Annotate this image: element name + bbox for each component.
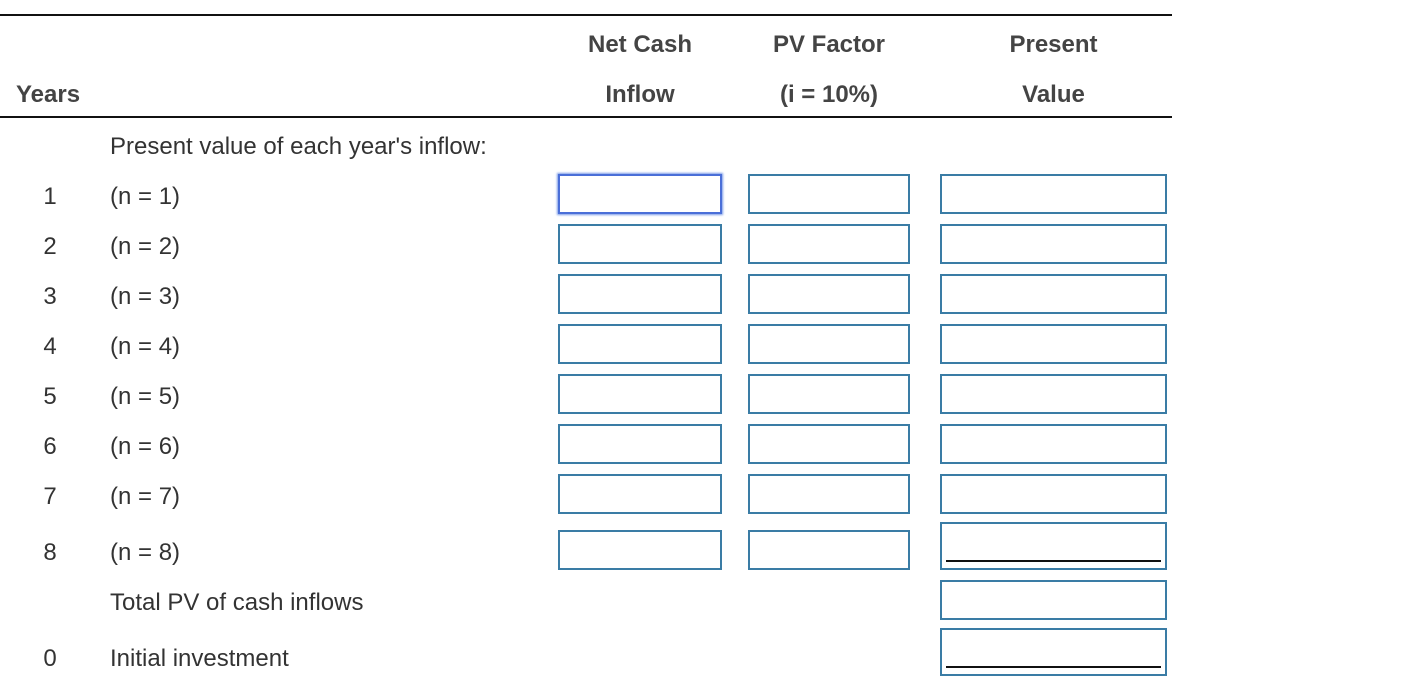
present-value-input-8[interactable] [940,522,1167,570]
row-label: (n = 3) [110,283,181,310]
net-cash-inflow-input-4[interactable] [558,324,722,364]
present-value-input-7[interactable] [940,474,1167,514]
pv-factor-input-5[interactable] [748,374,910,414]
present-value-input-3[interactable] [940,274,1167,314]
initial-investment-label: Initial investment [110,645,289,672]
header-factor-line1: PV Factor [772,31,886,58]
subtotal-underline [946,560,1161,562]
initial-investment-underline [946,666,1161,668]
present-value-input-6[interactable] [940,424,1167,464]
row-label: (n = 8) [110,539,181,566]
row-label: (n = 1) [110,183,181,210]
pv-factor-input-2[interactable] [748,224,910,264]
initial-investment-input-wrap[interactable] [940,628,1167,676]
header-pv-line1: Present [1009,31,1098,58]
row-year: 3 [43,283,57,310]
total-pv-label: Total PV of cash inflows [110,589,364,616]
pv-factor-input-4[interactable] [748,324,910,364]
row-year: 8 [43,539,57,566]
row-label: (n = 7) [110,483,181,510]
header-factor-line2: (i = 10%) [779,81,879,108]
row-year: 7 [43,483,57,510]
top-rule [0,14,1172,16]
pv-factor-input-6[interactable] [748,424,910,464]
pv-factor-input-1[interactable] [748,174,910,214]
net-cash-inflow-input-5[interactable] [558,374,722,414]
total-pv-input[interactable] [940,580,1167,620]
net-cash-inflow-input-6[interactable] [558,424,722,464]
row-year: 2 [43,233,57,260]
net-cash-inflow-input-3[interactable] [558,274,722,314]
present-value-input-2[interactable] [940,224,1167,264]
net-cash-inflow-input-1[interactable] [558,174,722,214]
row-label: (n = 5) [110,383,181,410]
pv-factor-input-3[interactable] [748,274,910,314]
pv-factor-input-7[interactable] [748,474,910,514]
present-value-input-4[interactable] [940,324,1167,364]
section-label: Present value of each year's inflow: [110,133,487,160]
header-inflow-line2: Inflow [605,81,675,108]
header-rule [0,116,1172,118]
net-cash-inflow-input-7[interactable] [558,474,722,514]
row-label: (n = 2) [110,233,181,260]
row-year: 5 [43,383,57,410]
initial-investment-input[interactable] [940,628,1167,676]
row-year: 1 [43,183,57,210]
header-pv-line2: Value [1022,81,1085,108]
initial-year: 0 [43,645,57,672]
row-year: 4 [43,333,57,360]
pv-factor-input-8[interactable] [748,530,910,570]
net-cash-inflow-input-8[interactable] [558,530,722,570]
present-value-input-8-wrap[interactable] [940,522,1167,570]
header-inflow-line1: Net Cash [587,31,693,58]
row-label: (n = 6) [110,433,181,460]
present-value-input-5[interactable] [940,374,1167,414]
net-cash-inflow-input-2[interactable] [558,224,722,264]
header-years: Years [16,81,81,108]
row-label: (n = 4) [110,333,181,360]
present-value-input-1[interactable] [940,174,1167,214]
row-year: 6 [43,433,57,460]
